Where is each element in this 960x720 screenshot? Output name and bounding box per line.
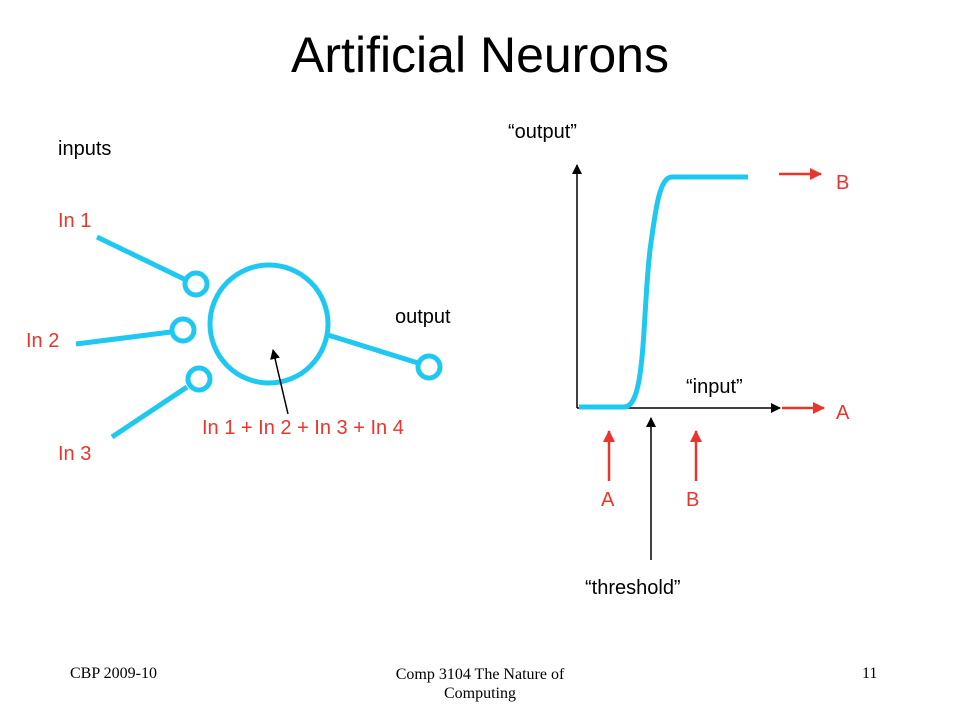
sum-label: In 1 + In 2 + In 3 + In 4 [202, 417, 404, 439]
activation-graph [572, 164, 825, 560]
slide-title: Artificial Neurons [291, 27, 669, 83]
graph-y-label: “output” [508, 121, 577, 143]
activation-curve [579, 174, 748, 410]
level-a-label: A [836, 402, 850, 424]
neuron [75, 234, 443, 440]
output-label: output [395, 306, 451, 328]
cell-body [207, 262, 331, 386]
footer-center: Comp 3104 The Nature of Computing [330, 665, 630, 703]
input-line-3 [110, 384, 189, 440]
input-b-label: B [686, 489, 700, 511]
footer-left: CBP 2009-10 [70, 665, 157, 682]
input-line-2 [75, 329, 172, 347]
synapse-2 [169, 316, 197, 344]
input-a-label: A [601, 489, 615, 511]
footer-center-line-1: Comp 3104 The Nature of [395, 666, 565, 683]
inputs-label: inputs [58, 138, 112, 160]
sum-pointer-arrow [270, 349, 289, 415]
output-terminal [415, 353, 443, 381]
input-line-1 [95, 234, 186, 282]
input-3-label: In 3 [58, 443, 92, 465]
graph-x-label: “input” [686, 376, 743, 398]
input-1-label: In 1 [58, 210, 92, 232]
threshold-label: “threshold” [585, 577, 681, 599]
output-line [327, 332, 419, 366]
level-b-label: B [836, 172, 850, 194]
page-number: 11 [862, 665, 878, 682]
input-2-label: In 2 [26, 330, 60, 352]
synapse-3 [185, 365, 213, 393]
footer-center-line-2: Computing [443, 685, 516, 702]
synapse-1 [182, 270, 210, 298]
